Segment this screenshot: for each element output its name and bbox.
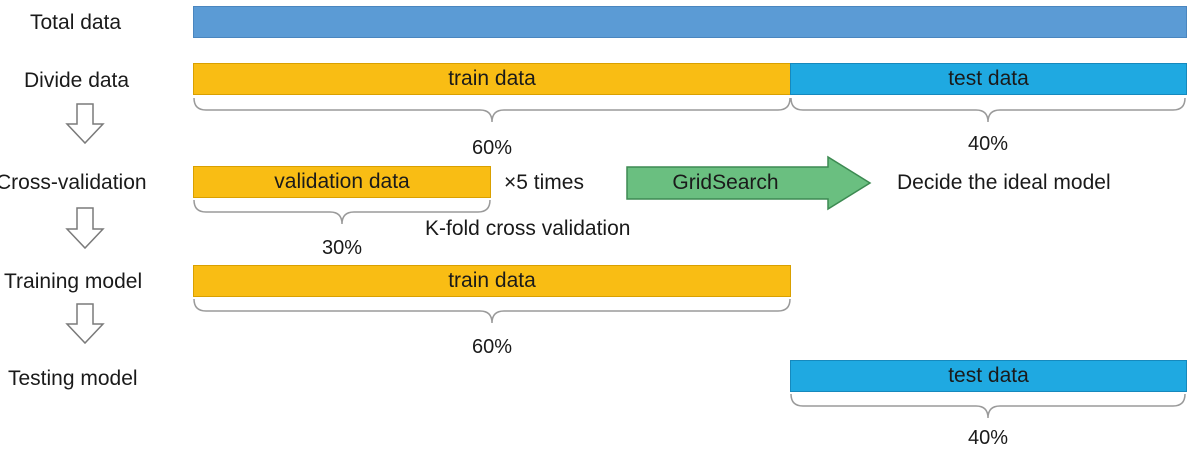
cv-times-label: ×5 times [504,171,584,194]
gridsearch-label: GridSearch [672,171,779,194]
gridsearch-arrow-icon [626,155,872,211]
brace-testing [790,393,1186,419]
brace-validation [193,199,491,225]
validation-label: validation data [274,170,410,193]
down-arrow-icon [65,303,105,345]
percent-train-again: 60% [471,336,513,358]
testing-test-label: test data [948,364,1029,387]
total-data-bar [193,6,1187,38]
percent-validation: 30% [321,237,363,259]
percent-train: 60% [471,137,513,159]
testing-test-bar: test data [790,360,1187,392]
stage-total-data: Total data [30,11,122,34]
cv-method-label: K-fold cross validation [425,217,631,240]
validation-bar: validation data [193,166,491,198]
training-train-label: train data [448,269,536,292]
divide-train-label: train data [448,67,536,90]
stage-training-model: Training model [4,270,143,293]
stage-cross-validation: Cross-validation [0,171,147,194]
brace-training [193,298,791,324]
training-train-bar: train data [193,265,791,297]
percent-test-again: 40% [967,427,1009,449]
divide-test-bar: test data [790,63,1187,95]
stage-divide-data: Divide data [24,69,130,92]
divide-train-bar: train data [193,63,791,95]
down-arrow-icon [65,207,105,250]
divide-test-label: test data [948,67,1029,90]
decide-model-label: Decide the ideal model [897,171,1111,194]
brace-train [193,97,791,123]
brace-test [790,97,1186,123]
percent-test: 40% [967,133,1009,155]
diagram-overlay [65,97,1186,419]
stage-testing-model: Testing model [8,367,138,390]
down-arrow-icon [65,103,105,145]
